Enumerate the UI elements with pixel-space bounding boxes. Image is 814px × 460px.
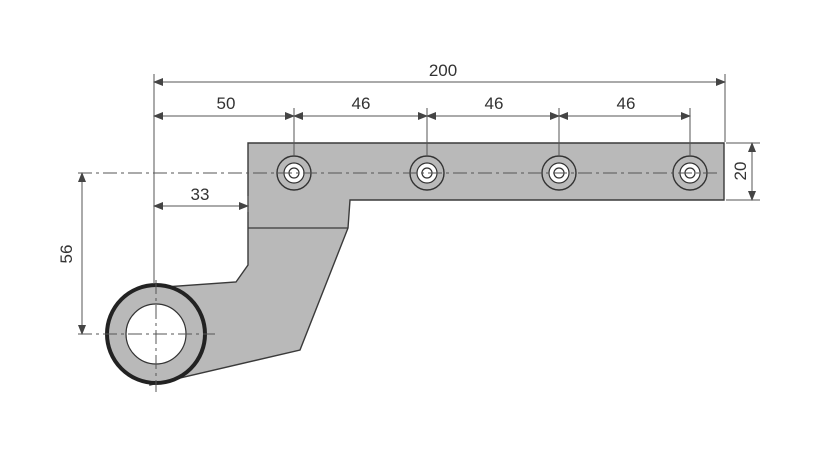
dim-label-46-b: 46 [485, 94, 504, 113]
dim-label-46-c: 46 [617, 94, 636, 113]
dimension-lines [78, 78, 756, 335]
dim-label-56: 56 [57, 245, 76, 264]
dim-label-46-a: 46 [352, 94, 371, 113]
dim-label-200: 200 [429, 61, 457, 80]
dim-label-33: 33 [191, 185, 210, 204]
dim-label-20: 20 [731, 162, 750, 181]
center-lines [78, 172, 720, 392]
dim-label-50: 50 [217, 94, 236, 113]
dimension-labels: 200 50 46 46 46 33 56 20 [57, 61, 750, 263]
hinge-bar-and-arm [149, 142, 725, 386]
